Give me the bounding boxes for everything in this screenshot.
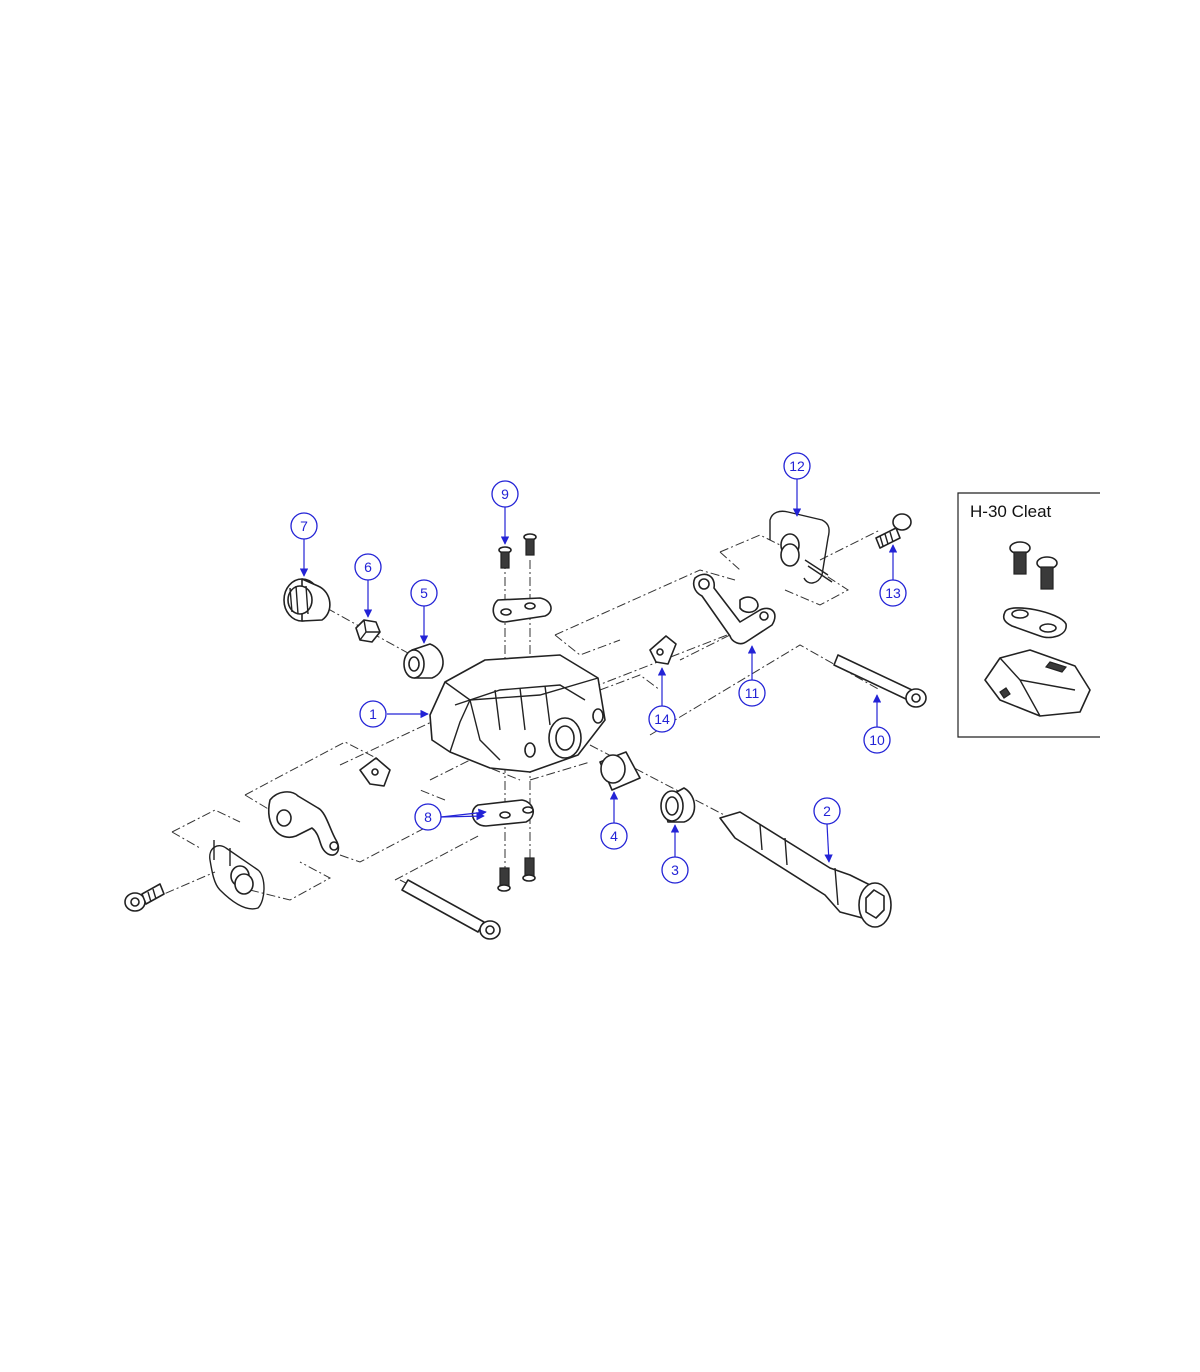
callout-1: 1: [359, 700, 429, 728]
part-11-retention-cage: [692, 573, 776, 645]
part-5-bearing: [403, 643, 444, 679]
callout-10: 10: [863, 694, 891, 754]
cleat-screws: [1009, 541, 1058, 590]
callout-2: 2: [813, 797, 841, 863]
svg-text:9: 9: [501, 486, 509, 502]
cleat-washer: [1002, 607, 1067, 639]
part-12-spring: [769, 510, 833, 584]
callout-3: 3: [661, 824, 689, 884]
svg-text:8: 8: [424, 809, 432, 825]
part-3-seal: [660, 787, 696, 823]
callout-12: 12: [783, 452, 811, 517]
callout-9: 9: [491, 480, 519, 545]
callouts: 1 2 3 4 5 6 7: [290, 452, 907, 884]
part-8-plate-bottom: [471, 799, 534, 827]
svg-text:6: 6: [364, 559, 372, 575]
callout-6: 6: [354, 553, 382, 618]
part-9-screws-top: [498, 533, 537, 569]
svg-text:14: 14: [654, 711, 670, 727]
part-1-pedal-body: [429, 654, 606, 773]
svg-text:5: 5: [420, 585, 428, 601]
part-bolt-left: [124, 883, 165, 912]
cleat-body: [984, 649, 1091, 717]
svg-text:11: 11: [745, 685, 760, 701]
inset-cleat: H-30 Cleat: [957, 492, 1100, 738]
svg-text:1: 1: [369, 706, 377, 722]
callout-14: 14: [648, 667, 676, 733]
part-8-screws-bottom: [497, 857, 536, 892]
part-plate-top: [492, 597, 552, 623]
callout-13: 13: [879, 544, 907, 607]
part-6-nut: [355, 619, 381, 643]
part-14-clip-left: [359, 757, 391, 787]
part-2-spindle: [719, 811, 892, 928]
callout-5: 5: [410, 579, 438, 644]
part-spring-left: [209, 840, 265, 910]
part-14-clip-right: [649, 635, 677, 665]
svg-text:10: 10: [869, 732, 885, 748]
part-pin-bottom: [401, 879, 501, 940]
part-4-bushing: [599, 751, 641, 791]
part-7-end-cap: [283, 578, 331, 622]
svg-text:4: 4: [610, 828, 618, 844]
callout-11: 11: [738, 645, 766, 707]
part-10-pin: [833, 654, 927, 708]
svg-text:2: 2: [823, 803, 831, 819]
callout-7: 7: [290, 512, 318, 577]
svg-text:12: 12: [789, 458, 805, 474]
inset-title: H-30 Cleat: [970, 502, 1052, 521]
svg-text:7: 7: [300, 518, 308, 534]
callout-8: 8: [414, 803, 487, 831]
svg-text:13: 13: [885, 585, 901, 601]
svg-text:3: 3: [671, 862, 679, 878]
part-cage-left: [267, 791, 340, 856]
part-13-bolt: [875, 513, 912, 549]
callout-4: 4: [600, 791, 628, 850]
